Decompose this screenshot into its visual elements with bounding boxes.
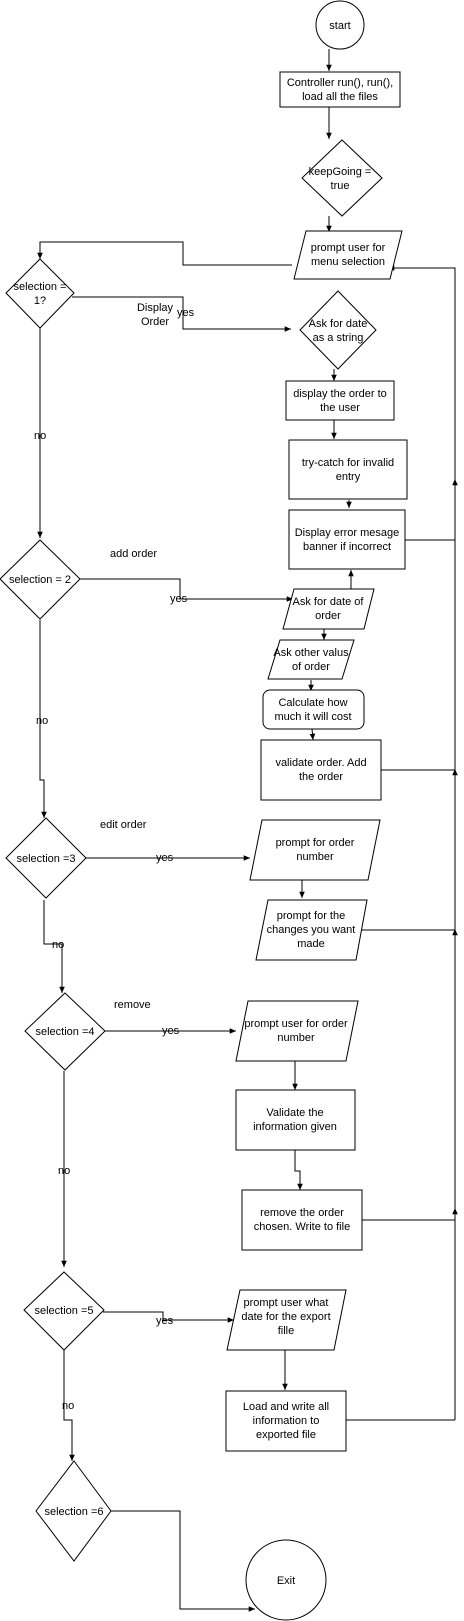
sel4-label: selection =4: [35, 1026, 94, 1038]
validate-add-process: [260, 739, 382, 801]
prompt-order-num-io: [249, 819, 381, 881]
prompt-user-order-num-io: [235, 1000, 359, 1062]
keepgoing-decision: [301, 139, 383, 217]
edge-label-yes-5: yes: [156, 1315, 174, 1327]
ask-date-string-decision: [299, 290, 377, 370]
load-write-process: [225, 1390, 347, 1452]
ask-date-order-io: [282, 588, 375, 630]
edge-sel2-sel3: [39, 620, 47, 818]
validate-info-process: [235, 1089, 356, 1151]
remove-order-process: [241, 1189, 363, 1251]
edge-label-edit-order: edit order: [100, 819, 147, 831]
edge-sel2-ask-order: [80, 578, 293, 602]
sel1-label: selection =1?: [14, 281, 67, 307]
sel3-label: selection =3: [16, 853, 75, 865]
edge-label-no-2: no: [36, 715, 48, 727]
edge-label-no-3: no: [52, 939, 64, 951]
edge-label-no-1: no: [34, 430, 46, 442]
edge-prompt-sel1: [37, 241, 292, 266]
prompt-export-io: [226, 1289, 347, 1351]
ask-other-io: [267, 639, 355, 680]
start-label: start: [329, 20, 350, 32]
sel6-label: selection =6: [44, 1506, 103, 1518]
controller-process: [279, 71, 401, 108]
sel6-decision: [35, 1460, 112, 1562]
edge-sel1-ask-date: [72, 296, 291, 332]
edge-label-no-4: no: [58, 1165, 70, 1177]
sel5-label: selection =5: [34, 1305, 93, 1317]
edge-validate-remove: [294, 1150, 303, 1190]
sel3-decision: [5, 817, 87, 899]
edges: [37, 49, 458, 1612]
try-catch-process: [288, 439, 408, 500]
edge-calc-validate: [309, 728, 316, 741]
exit-label: Exit: [277, 1575, 295, 1587]
edge-return-main: [388, 265, 456, 1420]
controller-label: Controller run(), run(),load all the fil…: [287, 77, 393, 103]
sel2-decision: [0, 539, 81, 620]
start-node: [315, 0, 365, 50]
edge-label-add-order: add order: [110, 548, 157, 560]
edge-label-yes-4: yes: [162, 1025, 180, 1037]
node-labels: start Controller run(), run(),load all t…: [9, 20, 399, 1587]
edge-sel6-exit: [110, 1510, 255, 1612]
edge-sel3-sel4: [43, 900, 65, 993]
sel5-decision: [23, 1271, 105, 1351]
edge-sel5-sel6: [63, 1350, 75, 1461]
edge-label-yes-3: yes: [156, 852, 174, 864]
exit-node: [245, 1539, 327, 1621]
prompt-changes-io: [255, 899, 368, 961]
prompt-menu-io: [293, 230, 403, 280]
edge-label-yes-1: yes: [177, 307, 195, 319]
display-error-process: [288, 509, 406, 570]
edge-label-no-5: no: [62, 1400, 74, 1412]
calculate-process: [262, 689, 365, 730]
edge-label-yes-2: yes: [170, 593, 188, 605]
edge-sel5-prompt-export: [103, 1311, 234, 1323]
sel4-decision: [24, 992, 106, 1071]
display-order-process: [285, 380, 395, 421]
nodes: [0, 0, 408, 1621]
keepgoing-label: keepGoing =true: [309, 166, 372, 192]
sel2-label: selection = 2: [9, 574, 71, 586]
sel1-decision: [5, 258, 75, 329]
edge-label-remove: remove: [114, 999, 151, 1011]
